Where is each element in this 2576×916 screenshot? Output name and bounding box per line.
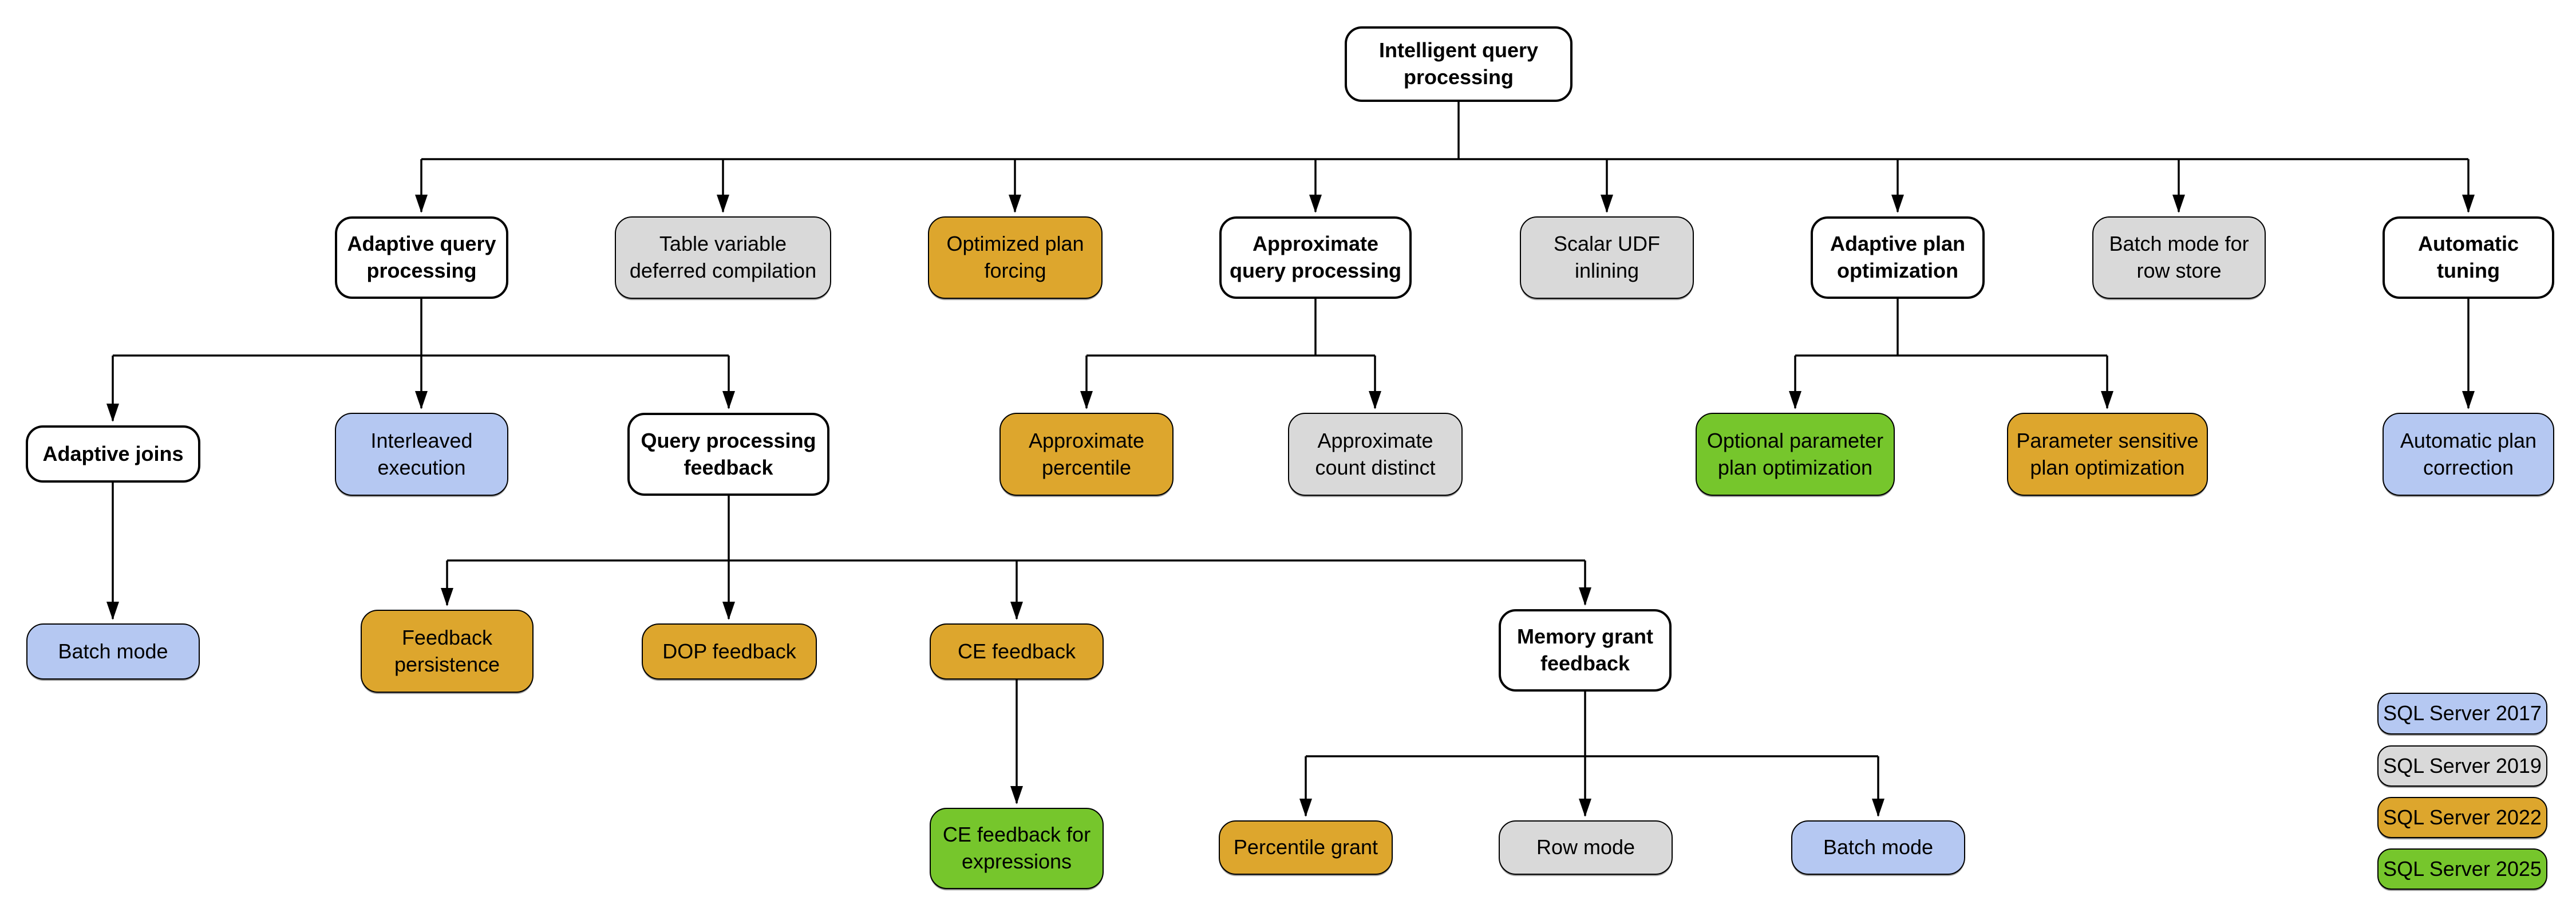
node-label: Automatic tuning xyxy=(2417,232,2519,282)
node-label: Table variable deferred compilation xyxy=(629,232,817,282)
node-label: Optional parameter plan optimization xyxy=(1706,428,1884,479)
node-percentile-grant: Percentile grant xyxy=(1219,820,1393,875)
node-label: Batch mode for row store xyxy=(2109,232,2249,282)
legend-label: SQL Server 2025 xyxy=(2383,856,2542,881)
node-label: DOP feedback xyxy=(662,639,796,663)
node-label: Interleaved execution xyxy=(370,428,473,479)
legend-sql-server-2019: SQL Server 2019 xyxy=(2377,745,2547,787)
node-table-variable-deferred-compilation: Table variable deferred compilation xyxy=(615,216,831,299)
node-label: Percentile grant xyxy=(1233,835,1378,859)
node-optional-parameter-plan-optimization: Optional parameter plan optimization xyxy=(1696,413,1895,496)
node-batch-mode-adaptive-joins: Batch mode xyxy=(26,623,200,680)
node-label: CE feedback for expressions xyxy=(942,823,1091,873)
node-label: Parameter sensitive plan optimization xyxy=(2016,428,2199,479)
node-automatic-plan-correction: Automatic plan correction xyxy=(2383,413,2554,496)
node-label: Row mode xyxy=(1536,835,1635,859)
node-adaptive-query-processing: Adaptive query processing xyxy=(335,216,508,299)
node-label: Adaptive joins xyxy=(42,441,184,465)
node-intelligent-query-processing: Intelligent query processing xyxy=(1345,26,1573,102)
legend-sql-server-2017: SQL Server 2017 xyxy=(2377,693,2547,735)
legend-label: SQL Server 2019 xyxy=(2383,753,2542,777)
node-ce-feedback-for-expressions: CE feedback for expressions xyxy=(930,808,1104,889)
node-label: Adaptive plan optimization xyxy=(1830,232,1966,282)
node-scalar-udf-inlining: Scalar UDF inlining xyxy=(1520,216,1694,299)
node-label: Query processing feedback xyxy=(641,428,816,479)
legend-label: SQL Server 2017 xyxy=(2383,701,2542,725)
node-interleaved-execution: Interleaved execution xyxy=(335,413,508,496)
node-label: Intelligent query processing xyxy=(1378,38,1539,89)
node-batch-mode-grant: Batch mode xyxy=(1791,820,1965,875)
node-feedback-persistence: Feedback persistence xyxy=(361,610,534,693)
node-row-mode: Row mode xyxy=(1499,820,1673,875)
node-query-processing-feedback: Query processing feedback xyxy=(627,413,829,496)
node-automatic-tuning: Automatic tuning xyxy=(2383,216,2554,299)
node-approximate-percentile: Approximate percentile xyxy=(999,413,1174,496)
node-label: Scalar UDF inlining xyxy=(1553,232,1661,282)
node-memory-grant-feedback: Memory grant feedback xyxy=(1499,609,1672,692)
node-label: Feedback persistence xyxy=(394,625,500,676)
node-adaptive-plan-optimization: Adaptive plan optimization xyxy=(1811,216,1985,299)
node-label: Automatic plan correction xyxy=(2400,428,2537,479)
node-approximate-query-processing: Approximate query processing xyxy=(1219,216,1412,299)
node-label: Batch mode xyxy=(58,639,168,663)
node-batch-mode-for-row-store: Batch mode for row store xyxy=(2092,216,2266,299)
node-label: Batch mode xyxy=(1823,835,1934,859)
node-approximate-count-distinct: Approximate count distinct xyxy=(1288,413,1463,496)
node-label: CE feedback xyxy=(957,639,1076,663)
legend-sql-server-2022: SQL Server 2022 xyxy=(2377,797,2547,838)
node-label: Approximate count distinct xyxy=(1315,428,1436,479)
node-label: Approximate percentile xyxy=(1028,428,1145,479)
node-label: Memory grant feedback xyxy=(1516,625,1654,675)
node-label: Optimized plan forcing xyxy=(946,232,1084,282)
node-parameter-sensitive-plan-optimization: Parameter sensitive plan optimization xyxy=(2007,413,2208,496)
node-dop-feedback: DOP feedback xyxy=(642,623,817,680)
node-label: Adaptive query processing xyxy=(347,232,496,282)
node-label: Approximate query processing xyxy=(1229,232,1402,282)
legend-label: SQL Server 2022 xyxy=(2383,805,2542,829)
node-ce-feedback: CE feedback xyxy=(930,623,1104,680)
node-optimized-plan-forcing: Optimized plan forcing xyxy=(928,216,1103,299)
node-adaptive-joins: Adaptive joins xyxy=(26,425,200,483)
legend-sql-server-2025: SQL Server 2025 xyxy=(2377,848,2547,890)
